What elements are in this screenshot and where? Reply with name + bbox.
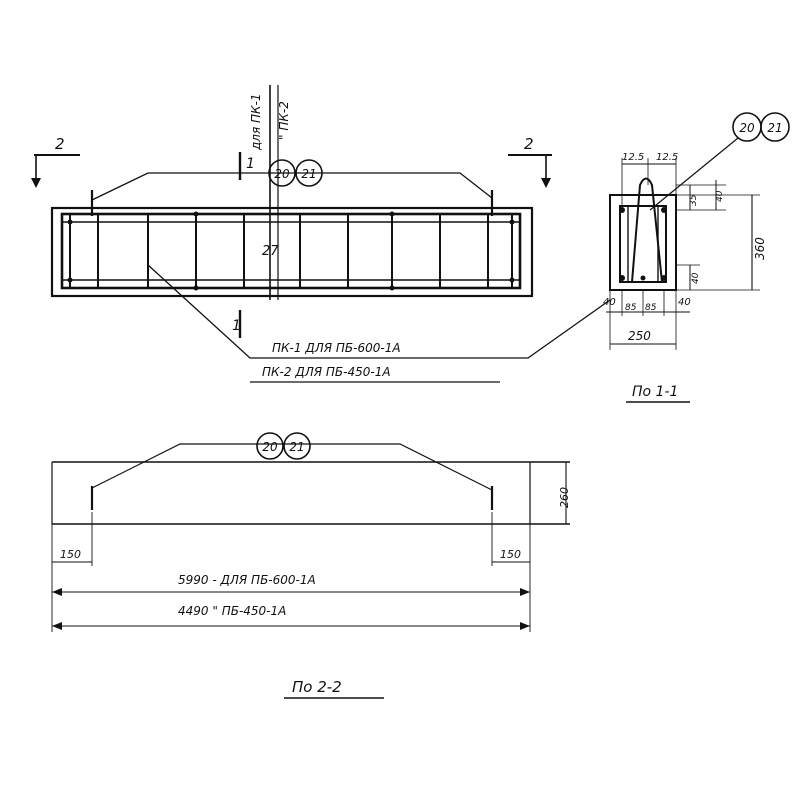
section-dim-right-b: 40 (715, 190, 725, 202)
plan-label-line-2: ПК-2 ДЛЯ ПБ-450-1А (262, 365, 391, 379)
section-dim-right-c: 40 (691, 272, 701, 284)
plan-beam-outline (50, 206, 534, 298)
elevation-dim-height: 260 (558, 487, 571, 508)
elevation-bubble-21 (283, 432, 311, 460)
plan-bubble-21 (295, 159, 323, 187)
plan-bubble-21-label: 21 (301, 167, 316, 181)
elevation-bubble-21-label: 21 (289, 440, 304, 454)
section-2-label-left: 2 (55, 135, 65, 153)
plan-stirrups (69, 214, 513, 288)
section-dim-bottom-2: 85 (625, 303, 637, 313)
elevation-length-1: 5990 - ДЛЯ ПБ-600-1А (178, 573, 316, 587)
section-stirrup (619, 205, 667, 283)
elevation-length-2: 4490 " ПБ-450-1А (178, 604, 286, 618)
plan-center-mark: 27 (262, 244, 279, 259)
elevation-bubble-20 (256, 432, 284, 460)
elevation-view: 20 21 260 150 150 5990 - ДЛЯ ПБ-600-1А 4… (51, 432, 571, 699)
plan-vertical-note-b: " ПК-2 (277, 101, 291, 140)
elevation-leader-lines (91, 443, 493, 491)
elevation-caption: По 2-2 (292, 678, 342, 696)
section-corner-bars (619, 207, 667, 281)
plan-leader-lines (91, 172, 493, 201)
section-bubble-20-label: 20 (739, 121, 755, 135)
plan-bubble-20-label: 20 (274, 167, 290, 181)
section-dim-bottom-3: 85 (645, 303, 657, 313)
section-1-label-bottom: 1 (232, 318, 241, 334)
section-1-1: 20 21 12.5 12.5 35 40 40 360 40 85 8 (603, 112, 790, 403)
plan-label-line-1: ПК-1 ДЛЯ ПБ-600-1А (272, 341, 401, 355)
elevation-dim-right: 150 (500, 548, 521, 561)
plan-vertical-note-a: для ПК-1 (249, 93, 263, 151)
section-dim-right-a: 35 (689, 194, 699, 206)
section-bubble-leader (649, 137, 739, 211)
section-bubble-21 (760, 112, 790, 142)
plan-view: 27 для ПК-1 " ПК-2 2 2 1 1 20 21 ПК-1 ДЛ… (31, 85, 611, 383)
section-1-label-top: 1 (246, 156, 255, 172)
section-2-arrowhead-right (541, 178, 551, 188)
section-2-label-right: 2 (524, 135, 534, 153)
section-dim-top-left: 12.5 (622, 152, 644, 163)
section-dim-height: 360 (753, 237, 767, 260)
section-dim-bottom-1: 40 (603, 297, 616, 308)
section-caption: По 1-1 (632, 384, 678, 400)
section-dim-top-right: 12.5 (656, 152, 678, 163)
elevation-dim-left: 150 (60, 548, 81, 561)
plan-rebar-cage (60, 212, 522, 290)
section-bubble-21-label: 21 (767, 121, 782, 135)
plan-bar-knots (67, 211, 515, 291)
section-2-arrowhead-left (31, 178, 41, 188)
plan-label-leader (147, 264, 611, 359)
plan-bubble-20 (268, 159, 296, 187)
section-dim-bottom-4: 40 (678, 297, 691, 308)
section-lifting-loop (631, 177, 663, 283)
section-dim-width: 250 (628, 329, 651, 343)
elevation-bubble-20-label: 20 (262, 440, 278, 454)
